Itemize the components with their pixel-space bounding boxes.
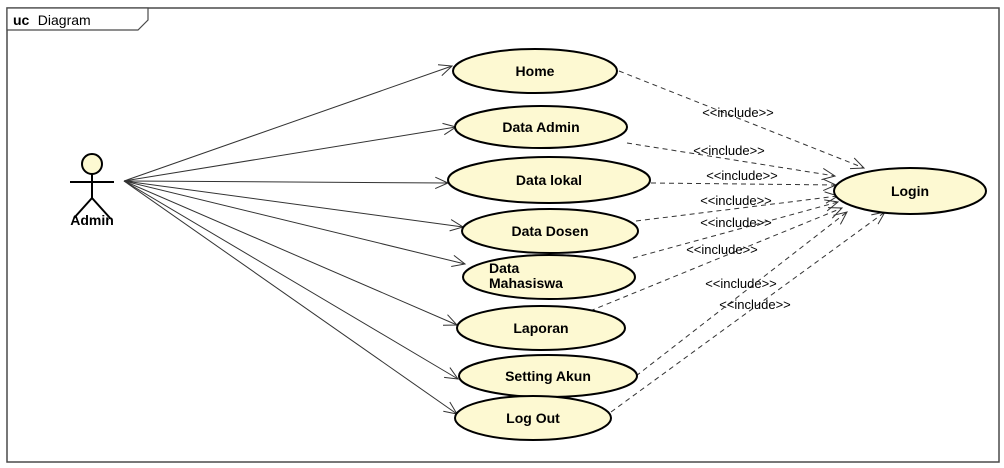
include-label-setting-akun: <<include>>	[705, 276, 777, 291]
use-case-home-ellipse[interactable]	[452, 48, 618, 94]
actor-left-leg	[73, 197, 93, 219]
use-case-data-mahasiswa-label-line: Mahasiswa	[489, 275, 563, 291]
association-log-out	[123, 180, 458, 415]
use-case-login-label: Login	[891, 183, 929, 199]
actor-head	[81, 153, 103, 175]
association-arrow-setting-akun	[444, 367, 460, 380]
use-case-log-out-label: Log Out	[506, 410, 560, 426]
use-case-laporan[interactable]: Laporan	[456, 305, 626, 351]
include-label-log-out: <<include>>	[719, 297, 791, 312]
association-data-dosen	[123, 180, 464, 228]
frame-title: uc Diagram	[13, 12, 91, 29]
association-setting-akun	[123, 180, 459, 380]
association-data-admin	[123, 126, 457, 182]
include-line-data-dosen	[635, 195, 839, 222]
association-lines	[123, 64, 467, 415]
use-case-data-dosen[interactable]: Data Dosen	[461, 208, 639, 254]
use-case-log-out-ellipse[interactable]	[454, 395, 612, 441]
use-case-setting-akun-label: Setting Akun	[505, 368, 591, 384]
use-case-login-ellipse[interactable]	[833, 167, 987, 215]
association-laporan	[123, 180, 458, 326]
include-labels: <<include>> <<include>> <<include>> <<inclu…	[686, 105, 791, 312]
include-label-data-lokal: <<include>>	[706, 168, 778, 183]
association-home	[123, 65, 453, 182]
use-case-data-dosen-label: Data Dosen	[511, 223, 588, 239]
include-line-log-out	[610, 211, 886, 413]
include-label-laporan: <<include>>	[686, 242, 758, 257]
use-case-data-lokal-ellipse[interactable]	[447, 156, 651, 204]
frame-keyword: uc	[13, 12, 30, 28]
use-case-laporan-ellipse[interactable]	[456, 305, 626, 351]
frame-tab	[6, 7, 149, 31]
use-case-data-lokal[interactable]: Data lokal	[447, 156, 651, 204]
include-line-data-lokal	[650, 182, 837, 186]
use-case-login[interactable]: Login	[833, 167, 987, 215]
include-arrow-data-admin	[821, 167, 837, 181]
use-case-data-admin-label: Data Admin	[502, 119, 579, 135]
include-label-data-dosen: <<include>>	[700, 193, 772, 208]
use-case-log-out[interactable]: Log Out	[454, 395, 612, 441]
association-arrow-data-mahasiswa	[451, 255, 467, 267]
use-case-setting-akun[interactable]: Setting Akun	[458, 354, 638, 398]
include-line-laporan	[589, 207, 843, 312]
use-case-data-admin-ellipse[interactable]	[454, 105, 628, 149]
use-case-home[interactable]: Home	[452, 48, 618, 94]
frame-name: Diagram	[38, 12, 91, 28]
include-label-data-mahasiswa: <<include>>	[700, 215, 772, 230]
include-label-data-admin: <<include>>	[693, 143, 765, 158]
include-line-data-admin	[626, 142, 836, 177]
use-case-data-admin[interactable]: Data Admin	[454, 105, 628, 149]
use-case-data-mahasiswa-ellipse[interactable]	[462, 254, 636, 300]
use-case-data-lokal-label: Data lokal	[516, 172, 582, 188]
use-case-laporan-label: Laporan	[513, 320, 568, 336]
association-arrow-home	[437, 64, 454, 76]
actor-admin[interactable]: Admin	[70, 153, 114, 228]
actor-label: Admin	[70, 212, 114, 228]
include-line-home	[618, 70, 865, 169]
actor-right-leg	[91, 197, 111, 219]
include-label-home: <<include>>	[702, 105, 774, 120]
association-data-lokal	[123, 180, 449, 184]
use-case-data-mahasiswa-label-line: Data	[489, 260, 520, 276]
use-case-data-dosen-ellipse[interactable]	[461, 208, 639, 254]
use-case-home-label: Home	[516, 63, 555, 79]
include-arrow-setting-akun	[833, 211, 848, 225]
include-arrow-home	[849, 157, 866, 170]
association-data-mahasiswa	[123, 180, 466, 265]
